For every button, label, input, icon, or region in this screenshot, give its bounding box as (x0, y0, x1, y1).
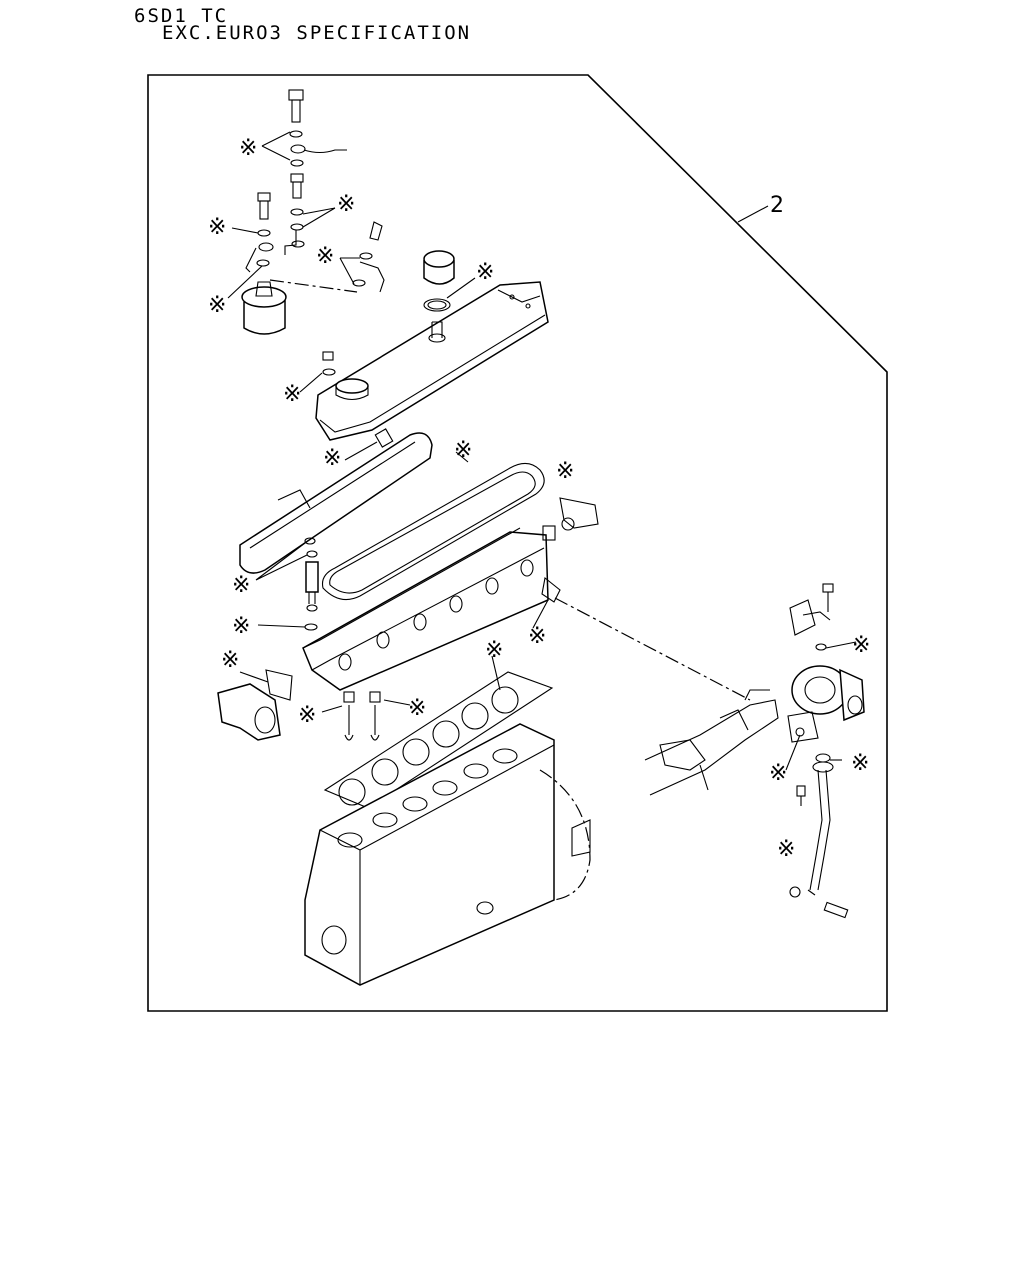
turbocharger (787, 583, 865, 743)
marker: ※ (556, 459, 574, 484)
exhaust-manifold (644, 689, 779, 796)
model-code: 6SD1 TC (134, 5, 229, 27)
thermostat-housing (217, 669, 293, 741)
cylinder-head (302, 497, 599, 691)
cylinder-head-cover (299, 281, 549, 441)
marker: ※ (851, 751, 869, 776)
breather-group (423, 250, 476, 312)
marker: ※ (476, 260, 494, 285)
marker: ※ (323, 446, 341, 471)
marker: ※ (777, 837, 795, 862)
cylinder-block (304, 723, 591, 986)
diagram-frame (147, 74, 888, 1012)
fuel-filter-group (227, 89, 385, 335)
gasket-kit-markers: ※ ※ ※ ※ ※ ※ ※ ※ ※ ※ ※ ※ ※ ※ ※ ※ ※ ※ ※ ※ … (208, 136, 870, 862)
marker: ※ (769, 761, 787, 786)
specification-title: EXC.EURO3 SPECIFICATION (162, 22, 472, 44)
marker: ※ (208, 293, 226, 318)
marker: ※ (298, 703, 316, 728)
marker: ※ (528, 624, 546, 649)
injector-group (255, 537, 319, 631)
marker: ※ (852, 633, 870, 658)
marker: ※ (208, 215, 226, 240)
oil-pipe (785, 734, 849, 919)
valves (321, 691, 411, 741)
marker: ※ (316, 244, 334, 269)
marker: ※ (232, 573, 250, 598)
head-gasket (323, 655, 554, 809)
marker: ※ (232, 614, 250, 639)
marker: ※ (337, 192, 355, 217)
marker: ※ (485, 638, 503, 663)
marker: ※ (408, 696, 426, 721)
marker: ※ (283, 382, 301, 407)
marker: ※ (221, 648, 239, 673)
intake-manifold-cover (239, 428, 433, 574)
callout-number: 2 (770, 193, 784, 218)
marker: ※ (239, 136, 257, 161)
valve-cover-gasket (321, 451, 545, 601)
marker: ※ (454, 438, 472, 463)
